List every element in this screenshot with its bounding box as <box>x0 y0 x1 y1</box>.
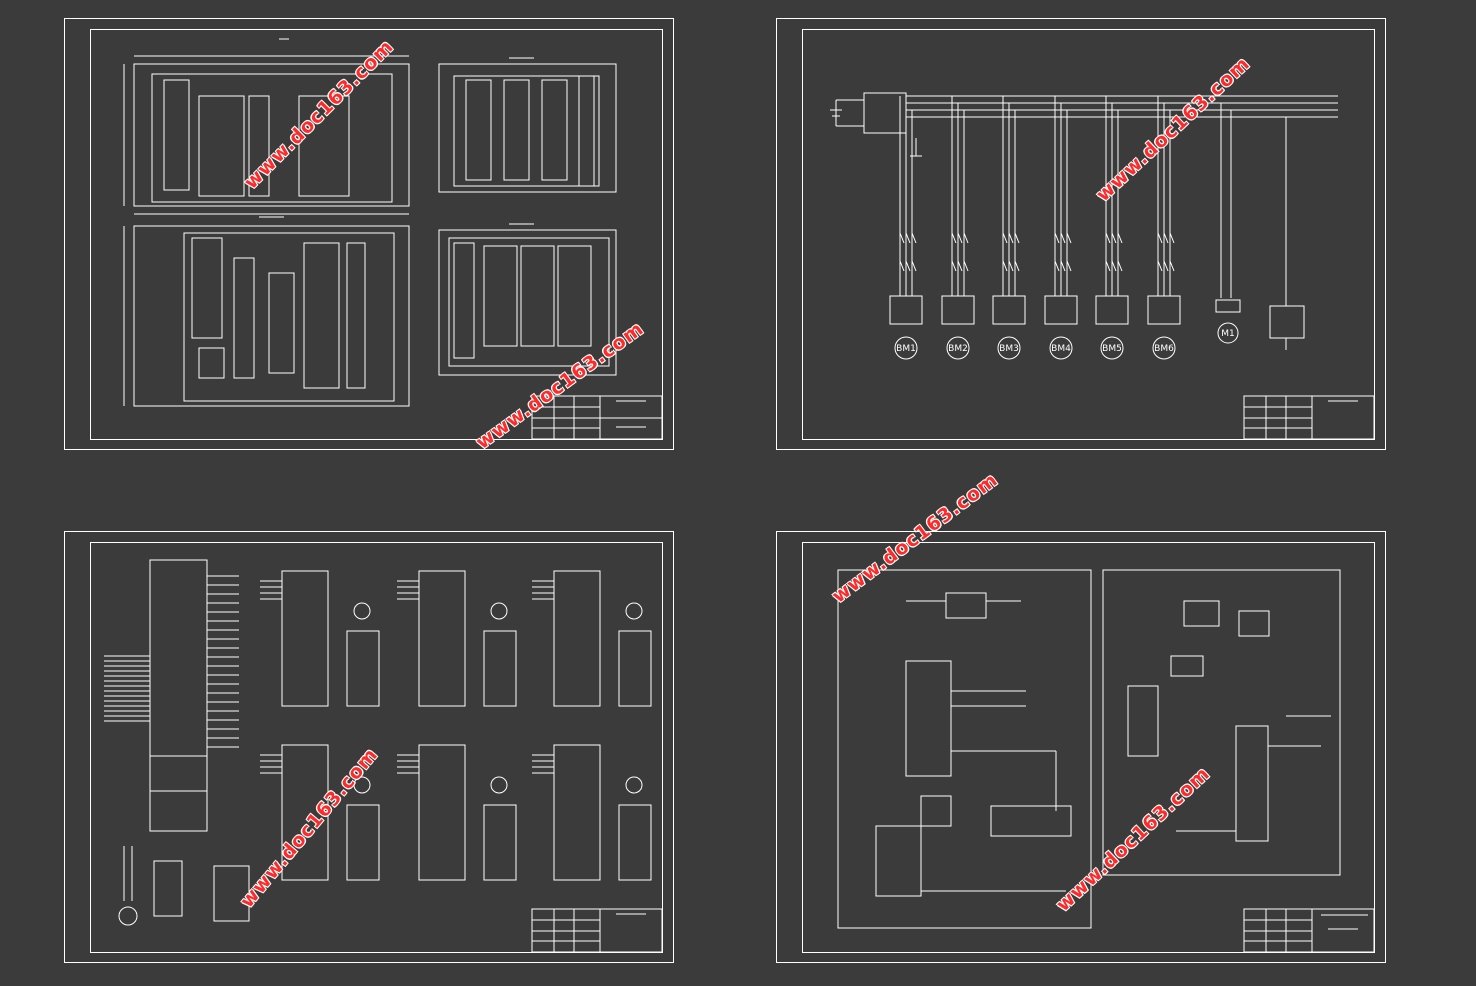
plc-io-lines <box>104 575 239 748</box>
cabinet-front-view <box>123 38 410 215</box>
fan-branch <box>1215 103 1241 344</box>
sheet-outer-border <box>776 531 1386 963</box>
sheet-outer-border <box>776 18 1386 450</box>
sheet-inner-border <box>802 29 1375 440</box>
motor-label: BM2 <box>948 344 968 354</box>
drive-branch-2 <box>941 96 975 360</box>
drive-branch-6 <box>1147 96 1181 360</box>
title-block <box>531 395 663 440</box>
sheet-inner-border <box>90 29 663 440</box>
cabinet-panel-view <box>123 216 410 407</box>
servo-unit <box>397 744 517 881</box>
motor-label: BM5 <box>1102 344 1122 354</box>
title-block <box>1243 908 1375 953</box>
motor-label: M1 <box>1221 329 1235 339</box>
servo-unit <box>260 570 380 707</box>
sheet-inner-border <box>802 542 1375 953</box>
title-block <box>531 908 663 953</box>
drive-branch-4 <box>1044 96 1078 360</box>
main-bus-lines <box>906 95 1338 118</box>
sheet-inner-border <box>90 542 663 953</box>
cabinet-rear-view <box>438 223 617 376</box>
sheet-power-circuit: BM1 BM2 BM3 BM4 BM5 BM6 M1 <box>776 18 1386 450</box>
auxiliary-branch <box>1269 117 1305 350</box>
drive-branch-5 <box>1095 96 1129 360</box>
motor-label: BM4 <box>1051 344 1071 354</box>
servo-unit <box>260 744 380 881</box>
servo-units <box>260 570 652 881</box>
sheet-outer-border <box>64 18 674 450</box>
title-block <box>1243 395 1375 440</box>
motor-label: BM3 <box>999 344 1019 354</box>
plc-module <box>149 559 208 832</box>
cabinet-side-view <box>438 57 617 193</box>
drive-branches <box>889 96 1181 360</box>
drive-branch-1 <box>889 96 923 360</box>
spindle-motor <box>118 846 250 926</box>
motor-label: BM6 <box>1154 344 1174 354</box>
servo-unit <box>397 570 517 707</box>
motor-label: BM1 <box>896 344 916 354</box>
schematic-left <box>837 569 1092 929</box>
sheet-cabinet-layout <box>64 18 674 450</box>
sheet-plc-wiring <box>64 531 674 963</box>
sheet-outer-border <box>64 531 674 963</box>
servo-unit <box>532 570 652 707</box>
sheet-control-schematic <box>776 531 1386 963</box>
servo-unit <box>532 744 652 881</box>
drive-branch-3 <box>992 96 1026 360</box>
schematic-right <box>1102 569 1341 876</box>
